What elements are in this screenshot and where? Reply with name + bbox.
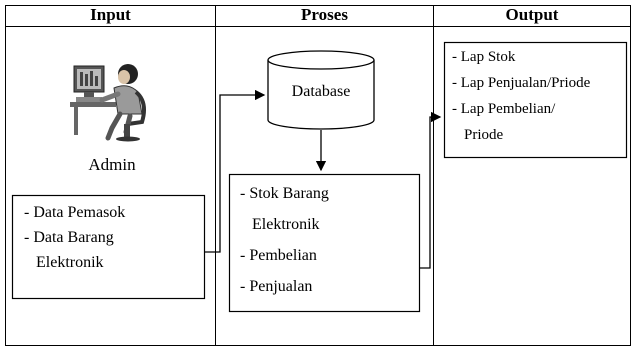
arrow-proses-to-output (420, 111, 442, 269)
database-cylinder (267, 50, 375, 130)
database-label: Database (291, 83, 351, 100)
output-item-lap-penjualan: - Lap Penjualan/Priode (452, 75, 591, 91)
arrow-input-to-database (205, 89, 266, 253)
output-item-priode: Priode (464, 127, 504, 143)
table-border (5, 5, 631, 346)
input-item-elektronik: Elektronik (36, 254, 104, 271)
header-input: Input (90, 5, 131, 24)
header-proses: Proses (301, 5, 348, 24)
proses-box (228, 173, 421, 313)
proses-item-penjualan: - Penjualan (240, 278, 313, 295)
output-item-lap-stok: - Lap Stok (452, 49, 516, 65)
proses-item-elektronik: Elektronik (252, 216, 320, 233)
header-output: Output (505, 5, 559, 24)
input-box-text: - Data Pemasok - Data Barang Elektronik (24, 200, 125, 275)
person-at-computer-icon (70, 64, 146, 142)
input-item-data-barang: - Data Barang (24, 229, 114, 246)
proses-box-text: - Stok Barang Elektronik - Pembelian - P… (240, 178, 329, 302)
input-box (11, 194, 206, 300)
proses-item-pembelian: - Pembelian (240, 247, 317, 264)
proses-item-stok-barang: - Stok Barang (240, 185, 329, 202)
output-item-lap-pembelian: - Lap Pembelian/ (452, 101, 556, 117)
input-item-data-pemasok: - Data Pemasok (24, 204, 126, 221)
output-box (443, 41, 628, 159)
output-box-text: - Lap Stok - Lap Penjualan/Priode - Lap … (452, 44, 590, 148)
admin-label: Admin (88, 155, 136, 174)
